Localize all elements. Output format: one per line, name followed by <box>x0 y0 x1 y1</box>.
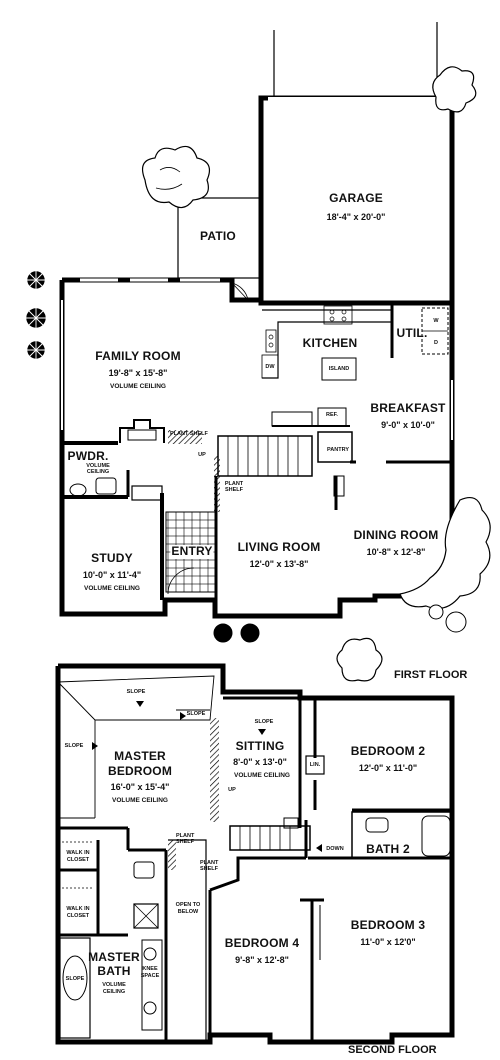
bedroom-3-label: BEDROOM 3 <box>350 918 426 932</box>
bedroom-4-dimensions: 9'-8" x 12'-8" <box>235 955 289 965</box>
breakfast-label: BREAKFAST <box>370 401 446 415</box>
plant-shelf-label-2: PLANT SHELF <box>224 481 244 494</box>
sitting-dimensions: 8'-0" x 13'-0" <box>233 757 287 767</box>
dryer-label: D <box>434 340 438 346</box>
landscaping <box>20 66 491 682</box>
refrigerator-label: REF. <box>326 412 338 418</box>
walk-in-closet-2-label-b: CLOSET <box>66 913 90 919</box>
dining-room-label: DINING ROOM <box>353 528 439 542</box>
living-room-dimensions: 12'-0" x 13'-8" <box>249 559 309 569</box>
living-room-label: LIVING ROOM <box>237 540 321 554</box>
first-floor-caption: FIRST FLOOR <box>394 669 468 681</box>
util-label: UTIL. <box>396 326 428 340</box>
plant-shelf-label-3: PLANT SHELF <box>176 833 195 846</box>
entry-label: ENTRY <box>170 544 214 559</box>
kitchen-label: KITCHEN <box>302 336 358 350</box>
breakfast-dimensions: 9'-0" x 10'-0" <box>381 420 435 430</box>
kitchen-island <box>321 357 357 381</box>
second-floor-caption: SECOND FLOOR <box>348 1044 437 1056</box>
family-room-dimensions: 19'-8" x 15'-8" <box>108 368 168 378</box>
knee-space-label-a: KNEE <box>142 966 158 972</box>
open-to-below-label-b: BELOW <box>177 909 199 915</box>
master-bath-ceiling-note-1: VOLUME <box>102 982 126 988</box>
walk-in-closet-1-label-a: WALK IN <box>66 850 90 856</box>
bedroom-4-label: BEDROOM 4 <box>224 936 300 950</box>
study-label: STUDY <box>91 551 133 565</box>
stair-up-label: UP <box>198 452 206 458</box>
dishwasher-label: DW <box>265 364 275 370</box>
first-floor-exterior <box>59 277 455 619</box>
slope-label-right: SLOPE <box>186 711 206 717</box>
dining-room-dimensions: 10'-8" x 12'-8" <box>366 547 426 557</box>
master-bath-ceiling-note-2: CEILING <box>102 989 126 995</box>
master-bath-label-1: MASTER <box>88 950 140 964</box>
open-to-below-label-a: OPEN TO <box>175 902 201 908</box>
bath-2-label: BATH 2 <box>366 842 410 856</box>
plant-shelf-hatch <box>168 430 202 444</box>
bedroom-2-label: BEDROOM 2 <box>350 744 426 758</box>
family-room-label: FAMILY ROOM <box>95 349 181 363</box>
pwdr-ceiling-note: VOLUME CEILING <box>86 463 110 476</box>
washer-label: W <box>433 318 439 324</box>
first-floor-plan <box>59 22 455 619</box>
island-label: ISLAND <box>328 366 350 372</box>
tub-slope-label: SLOPE <box>65 976 85 982</box>
stair-up-label-2: UP <box>228 787 236 793</box>
bedroom-2-dimensions: 12'-0" x 11'-0" <box>358 763 418 773</box>
plant-shelf-label-1: PLANT SHELF <box>170 431 208 437</box>
knee-space-label-b: SPACE <box>140 973 160 979</box>
study-dimensions: 10'-0" x 11'-4" <box>82 570 142 580</box>
pantry-label: PANTRY <box>327 447 349 453</box>
walk-in-closet-1-label-b: CLOSET <box>66 857 90 863</box>
master-bath-label-2: BATH <box>97 964 131 978</box>
master-bedroom-label-1: MASTER <box>114 749 166 763</box>
slope-arrows <box>92 701 322 852</box>
second-floor-plan <box>55 663 455 1045</box>
sitting-label: SITTING <box>235 739 285 753</box>
slope-label-left: SLOPE <box>64 743 84 749</box>
master-bedroom-ceiling-note: VOLUME CEILING <box>112 797 168 804</box>
garage-label: GARAGE <box>329 191 383 205</box>
stair-down-label: DOWN <box>326 846 344 852</box>
sitting-ceiling-note: VOLUME CEILING <box>234 772 290 779</box>
walk-in-closet-2-label-a: WALK IN <box>66 906 90 912</box>
master-bedroom-dimensions: 16'-0" x 15'-4" <box>110 782 170 792</box>
bedroom-3-dimensions: 11'-0" x 12'0" <box>360 937 416 947</box>
patio-label: PATIO <box>200 229 236 243</box>
pwdr-label: PWDR. <box>67 449 109 463</box>
master-bedroom-label-2: BEDROOM <box>107 764 173 778</box>
slope-label-sitting: SLOPE <box>254 719 274 725</box>
slope-label-top: SLOPE <box>126 689 146 695</box>
family-room-ceiling-note: VOLUME CEILING <box>110 383 166 390</box>
linen-label: LIN. <box>309 762 321 768</box>
plant-shelf-label-4: PLANT SHELF <box>200 860 219 873</box>
study-ceiling-note: VOLUME CEILING <box>84 585 140 592</box>
garage-dimensions: 18'-4" x 20'-0" <box>326 212 386 222</box>
